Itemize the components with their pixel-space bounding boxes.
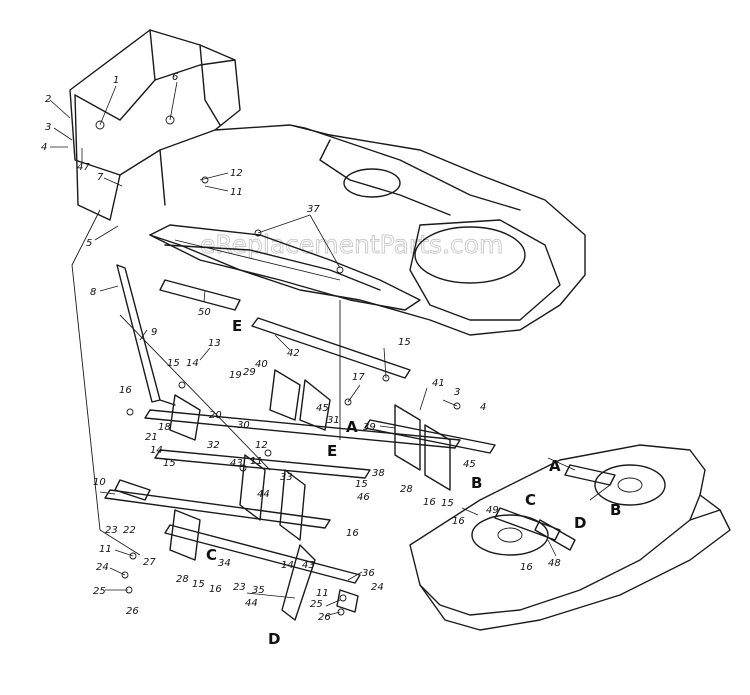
callout-5: 5 [86, 238, 92, 249]
callout-4b: 4 [480, 402, 486, 413]
letter-B-left: B [471, 474, 482, 492]
callout-1: 1 [113, 75, 119, 86]
callout-31: 31 [327, 415, 340, 426]
letter-E-lower: E [327, 442, 337, 460]
callout-39: 39 [363, 422, 376, 433]
callout-24b: 24 [371, 582, 384, 593]
callout-45: 45 [316, 403, 329, 414]
callout-28b: 28 [176, 574, 189, 585]
letter-E-upper: E [232, 317, 242, 335]
letter-C-deck: C [525, 491, 536, 509]
leader-lines [49, 81, 611, 617]
callout-15b: 15 [398, 337, 411, 348]
callout-15e: 15 [192, 579, 205, 590]
callout-12: 12 [230, 168, 243, 179]
callout-11: 11 [230, 187, 243, 198]
callout-11b: 11 [250, 456, 263, 467]
callout-44a: 44 [257, 489, 270, 500]
callout-26a: 26 [126, 606, 139, 617]
callout-37: 37 [307, 204, 320, 215]
letter-C-left: C [206, 546, 217, 564]
letter-B-deck: B [610, 501, 621, 519]
callout-9: 9 [151, 327, 157, 338]
callout-47: 47 [77, 162, 90, 173]
callout-49: 49 [486, 505, 499, 516]
callout-42: 42 [287, 348, 300, 359]
callout-26b: 26 [318, 612, 331, 623]
letter-A-deck: A [549, 457, 561, 475]
callout-44b: 44 [245, 598, 258, 609]
callout-16c: 16 [346, 528, 359, 539]
callout-10: 10 [93, 477, 106, 488]
callout-16e: 16 [452, 516, 465, 527]
callout-12b: 12 [255, 440, 268, 451]
callout-28a: 28 [400, 484, 413, 495]
callout-20: 20 [209, 410, 222, 421]
callout-19: 19 [229, 370, 242, 381]
callout-17: 17 [352, 372, 365, 383]
callout-14a: 14 [186, 358, 199, 369]
callout-3: 3 [45, 122, 51, 133]
callout-24a: 24 [96, 562, 109, 573]
callout-16a: 16 [119, 385, 132, 396]
callout-7: 7 [97, 172, 104, 183]
callout-23b: 23 [233, 582, 246, 593]
callout-25b: 25 [310, 599, 323, 610]
callout-4: 4 [41, 142, 47, 153]
callout-16d: 16 [209, 584, 222, 595]
callout-15d: 15 [163, 458, 176, 469]
callout-15f: 15 [355, 479, 368, 490]
callout-43a: 43 [230, 458, 243, 469]
callout-43b: 43 [302, 560, 315, 571]
callout-33: 33 [280, 472, 293, 483]
lift-handle [116, 264, 176, 406]
watermark-text: eReplacementParts.com [200, 230, 503, 259]
callout-40: 40 [255, 359, 268, 370]
letter-A-left: A [346, 418, 358, 436]
callout-18: 18 [158, 422, 171, 433]
callout-38: 38 [372, 468, 385, 479]
callout-14b: 14 [150, 445, 163, 456]
callout-21: 21 [145, 432, 158, 443]
callout-15c: 15 [441, 498, 454, 509]
callout-13: 13 [208, 338, 221, 349]
callout-41: 41 [432, 378, 445, 389]
callout-2: 2 [45, 94, 51, 105]
callout-16f: 16 [520, 562, 533, 573]
callout-14c: 14 [281, 560, 294, 571]
reference-letters: E A E B C D A C B D [206, 317, 621, 648]
callout-27: 27 [143, 557, 156, 568]
letter-D-deck: D [574, 514, 586, 532]
callout-16b: 16 [423, 497, 436, 508]
callout-8: 8 [90, 287, 96, 298]
callout-numbers: 1 2 3 4 47 6 7 12 11 5 37 8 50 9 13 15 1… [41, 72, 561, 623]
callout-11c: 11 [99, 544, 112, 555]
callout-15a: 15 [167, 358, 180, 369]
letter-D-left: D [268, 630, 280, 648]
body-hood [69, 29, 586, 336]
callout-45b: 45 [463, 459, 476, 470]
grip-bar [159, 279, 241, 311]
callout-36: 36 [362, 568, 375, 579]
callout-3b: 3 [454, 387, 460, 398]
callout-11d: 11 [316, 588, 329, 599]
callout-46a: 46 [357, 492, 370, 503]
callout-23a: 23 [105, 525, 118, 536]
callout-32: 32 [207, 440, 220, 451]
callout-29: 29 [243, 367, 256, 378]
callout-48: 48 [548, 558, 561, 569]
callout-6: 6 [172, 72, 178, 83]
callout-50: 50 [198, 307, 211, 318]
callout-22: 22 [123, 525, 136, 536]
callout-25a: 25 [93, 586, 106, 597]
callout-34: 34 [218, 558, 231, 569]
mower-deck [409, 444, 731, 631]
callout-35: 35 [252, 585, 265, 596]
callout-30: 30 [237, 420, 250, 431]
